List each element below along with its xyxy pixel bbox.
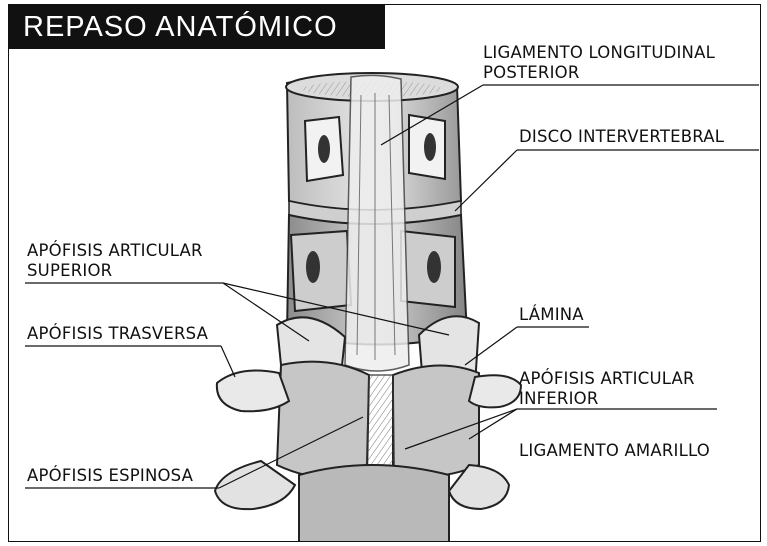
leader-disco [455, 150, 517, 211]
label-lamina: LÁMINA [519, 305, 584, 325]
label-disco-intervertebral: DISCO INTERVERTEBRAL [519, 127, 724, 147]
label-articular-inferior-line1: APÓFISIS ARTICULAR [519, 369, 695, 389]
label-ligamento-amarillo: LIGAMENTO AMARILLO [519, 441, 710, 461]
label-ligamento-longitudinal-line2: POSTERIOR [483, 63, 580, 83]
transverse-process-right [469, 375, 521, 407]
label-apofisis-espinosa: APÓFISIS ESPINOSA [27, 466, 193, 486]
leader-trasversa [221, 346, 235, 377]
label-ligamento-longitudinal-line1: LIGAMENTO LONGITUDINAL [483, 43, 715, 63]
lower-vertebra-arch [299, 465, 449, 542]
label-apofisis-trasversa: APÓFISIS TRASVERSA [27, 324, 208, 344]
vertebra-illustration [9, 5, 761, 542]
label-articular-superior-line1: APÓFISIS ARTICULAR [27, 241, 203, 261]
diagram-frame: REPASO ANATÓMICO [8, 4, 761, 542]
label-articular-inferior-line2: INFERIOR [519, 389, 599, 409]
transverse-process-left [217, 371, 289, 412]
posterior-longitudinal-ligament [345, 75, 409, 371]
label-articular-superior-line2: SUPERIOR [27, 261, 112, 281]
